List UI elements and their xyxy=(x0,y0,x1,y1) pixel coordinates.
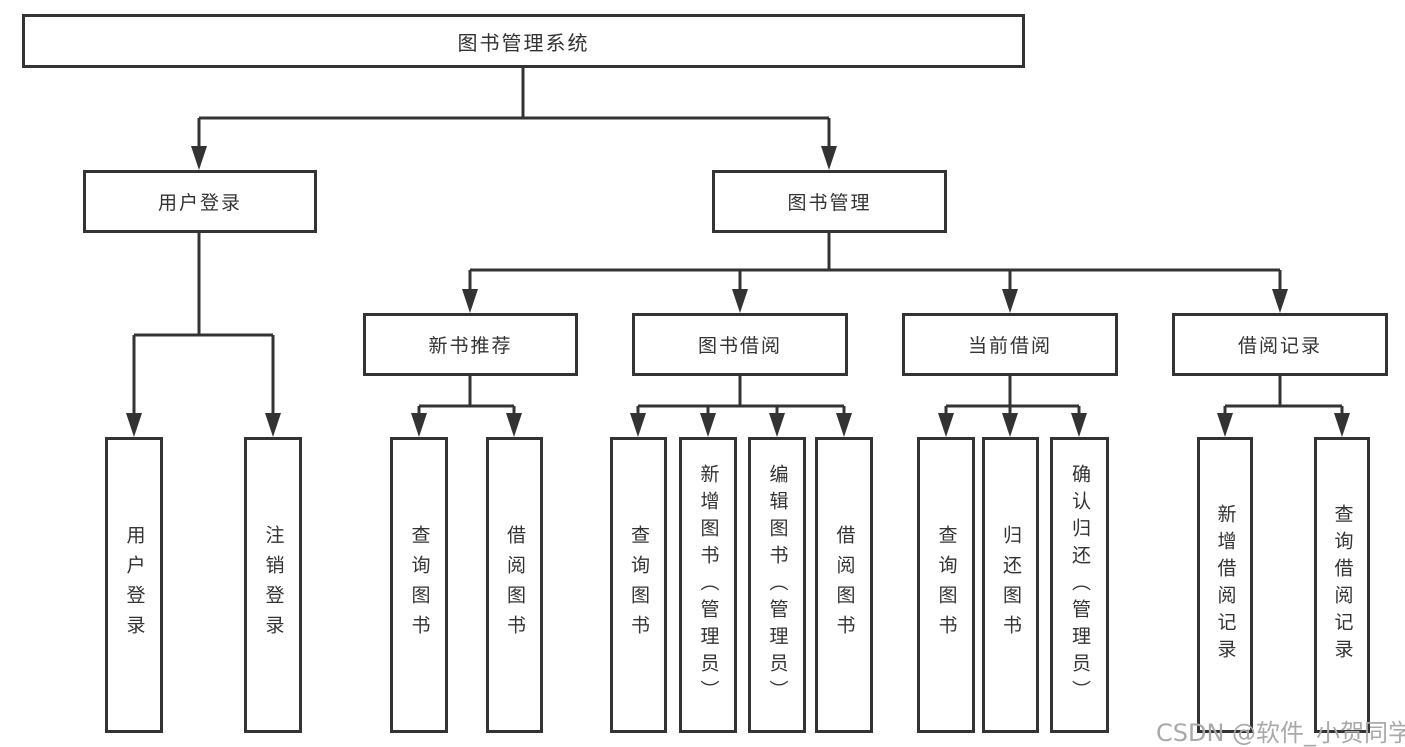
leaf-edit-books-admin: 编辑图书（管理员） xyxy=(748,437,806,733)
leaf-add-books-admin: 新增图书（管理员） xyxy=(679,437,737,733)
leaf-user-login: 用户登录 xyxy=(105,437,163,733)
csdn-watermark: CSDN @软件_小贺同学 xyxy=(1156,719,1405,747)
leaf-return-books: 归还图书 xyxy=(982,437,1039,733)
leaf-logout: 注销登录 xyxy=(244,437,302,733)
leaf-query-books-current: 查询图书 xyxy=(917,437,975,733)
node-current-borrow: 当前借阅 xyxy=(902,313,1118,376)
leaf-query-books-borrow: 查询图书 xyxy=(610,437,667,733)
node-book-borrow: 图书借阅 xyxy=(632,313,848,376)
node-borrow-records: 借阅记录 xyxy=(1172,313,1388,376)
node-library-management-system: 图书管理系统 xyxy=(22,14,1025,68)
node-new-book-recommend: 新书推荐 xyxy=(363,313,578,376)
leaf-borrow-books: 借阅图书 xyxy=(815,437,873,733)
leaf-query-borrow-record: 查询借阅记录 xyxy=(1314,437,1370,733)
leaf-borrow-books-recommend: 借阅图书 xyxy=(486,437,543,733)
leaf-add-borrow-record: 新增借阅记录 xyxy=(1197,437,1253,733)
leaf-query-books-recommend: 查询图书 xyxy=(390,437,448,733)
leaf-confirm-return-admin: 确认归还（管理员） xyxy=(1050,437,1109,733)
node-book-management: 图书管理 xyxy=(712,170,947,233)
node-user-login: 用户登录 xyxy=(83,170,317,233)
